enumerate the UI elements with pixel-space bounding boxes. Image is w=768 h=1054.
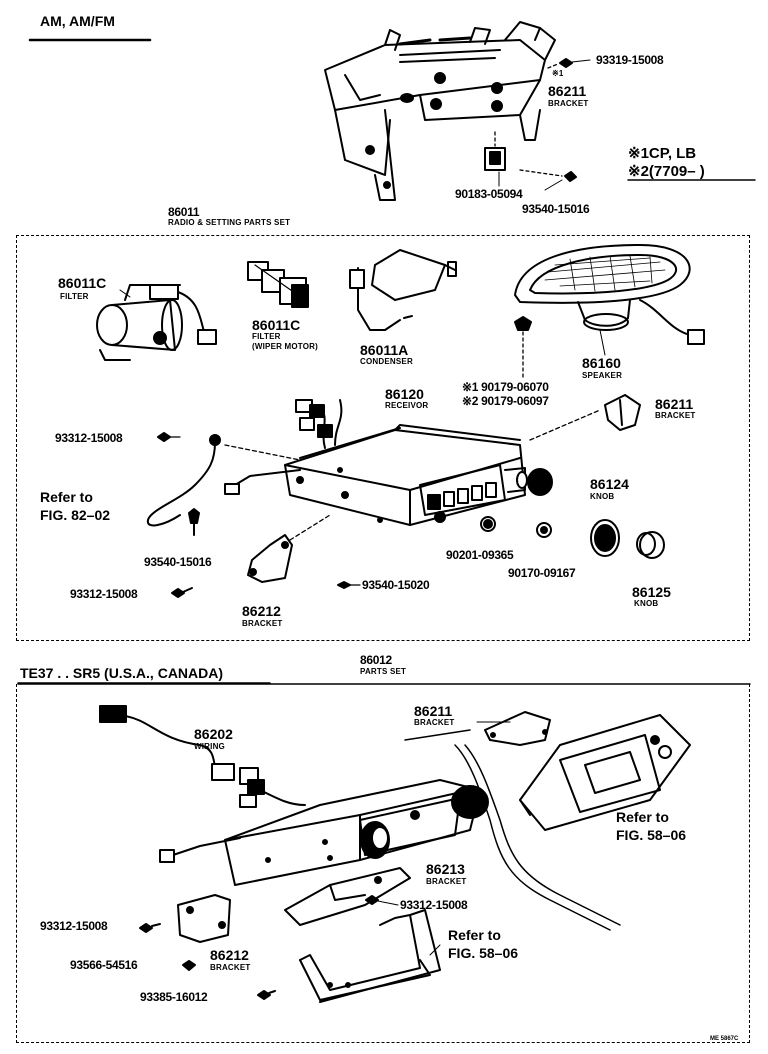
part-86211-top: 86211: [548, 83, 587, 99]
section-title-te37: TE37 . . SR5 (U.S.A., CANADA): [20, 665, 224, 681]
refer-to-line-a: Refer to: [40, 489, 93, 505]
speaker-drawing: [514, 244, 705, 356]
part-93540-15016-mid: 93540-15016: [144, 555, 212, 569]
filter-label: FILTER: [60, 292, 89, 301]
top-mounting-bracket-drawing: [324, 21, 556, 201]
corner-code: ME 5867C: [710, 1036, 739, 1042]
part-90201-09365: 90201-09365: [446, 548, 514, 562]
part-93566-54516: 93566-54516: [70, 958, 138, 972]
condenser-drawing: [349, 249, 457, 331]
part-93312-15008-d: 93312-15008: [40, 919, 108, 933]
bracket-label-mid: BRACKET: [655, 411, 696, 420]
part-86212-a: 86212: [242, 603, 281, 619]
part-93319-15008: 93319-15008: [596, 53, 664, 67]
part-93312-15008-b: 93312-15008: [70, 587, 138, 601]
receiver-label: RECEIVOR: [385, 401, 429, 410]
part-86120: 86120: [385, 386, 424, 402]
parts-set-frame: [16, 684, 750, 1043]
part-90183-05094: 90183-05094: [455, 187, 523, 201]
filter-label-wiper: FILTER: [252, 332, 281, 341]
bracket-label-212a: BRACKET: [242, 619, 283, 628]
note-line-1: ※1CP, LB: [628, 145, 697, 162]
part-86011a: 86011A: [360, 342, 409, 358]
part-93540-15020: 93540-15020: [362, 578, 430, 592]
radio-set-number: 86011: [168, 205, 200, 219]
part-86213: 86213: [426, 861, 465, 877]
part-86011c-filter: 86011C: [58, 275, 107, 291]
knob-label-a: KNOB: [590, 492, 615, 501]
part-86011c-wiper: 86011C: [252, 317, 301, 333]
part-86125: 86125: [632, 584, 671, 600]
part-93540-15016-top: 93540-15016: [522, 202, 590, 216]
speaker-label: SPEAKER: [582, 371, 623, 380]
note-line-2: ※2(7709– ): [628, 163, 705, 180]
note-mark-1: ※1: [552, 69, 564, 78]
section-title-am-fm: AM, AM/FM: [40, 13, 115, 29]
receiver-drawing: [284, 399, 553, 526]
part-86211-mid: 86211: [655, 396, 694, 412]
part-93385-16012: 93385-16012: [140, 990, 208, 1004]
bracket-label-212b: BRACKET: [210, 963, 251, 972]
knob-label-b: KNOB: [634, 599, 659, 608]
radio-set-frame: [16, 235, 750, 641]
radio-set-title: RADIO & SETTING PARTS SET: [168, 218, 291, 227]
wiper-filter-drawing: [247, 261, 309, 308]
part-90179-06070: ※1 90179-06070: [462, 380, 549, 394]
filter-drawing: [96, 284, 217, 361]
part-93312-15008-c: 93312-15008: [400, 898, 468, 912]
part-86124: 86124: [590, 476, 629, 492]
bracket-label-213: BRACKET: [426, 877, 467, 886]
part-86202: 86202: [194, 726, 233, 742]
wiring-label: WIRING: [194, 742, 225, 751]
part-86160: 86160: [582, 355, 621, 371]
refer-to-line-b: Refer to: [616, 809, 669, 825]
bracket-label-bottom: BRACKET: [414, 718, 455, 727]
parts-set-title: PARTS SET: [360, 667, 407, 676]
parts-set-number: 86012: [360, 653, 392, 667]
part-86212-b: 86212: [210, 947, 249, 963]
refer-to-line-c: Refer to: [448, 927, 501, 943]
refer-fig-58-06-b: FIG. 58–06: [448, 945, 519, 961]
condenser-label: CONDENSER: [360, 357, 413, 366]
bracket-label-top: BRACKET: [548, 99, 589, 108]
refer-fig-58-06-a: FIG. 58–06: [616, 827, 687, 843]
part-86211-bottom: 86211: [414, 703, 453, 719]
part-93312-15008-a: 93312-15008: [55, 431, 123, 445]
part-90179-06097: ※2 90179-06097: [462, 394, 549, 408]
part-90170-09167: 90170-09167: [508, 566, 576, 580]
wiper-motor-label: (WIPER MOTOR): [252, 342, 319, 351]
refer-fig-82-02: FIG. 82–02: [40, 507, 111, 523]
